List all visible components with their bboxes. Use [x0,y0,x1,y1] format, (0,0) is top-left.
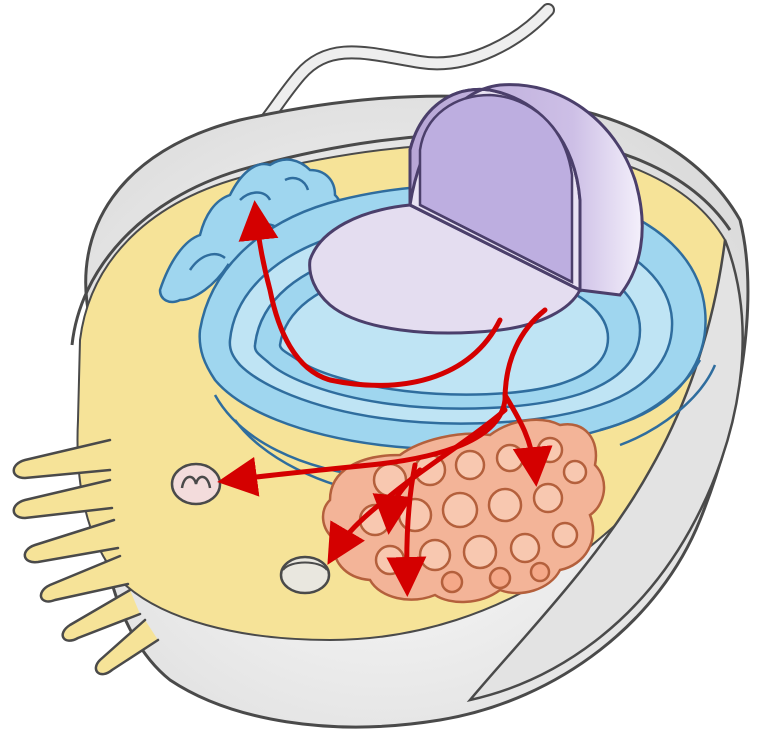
secretory-vesicle [281,557,329,593]
lysosome [172,464,220,504]
